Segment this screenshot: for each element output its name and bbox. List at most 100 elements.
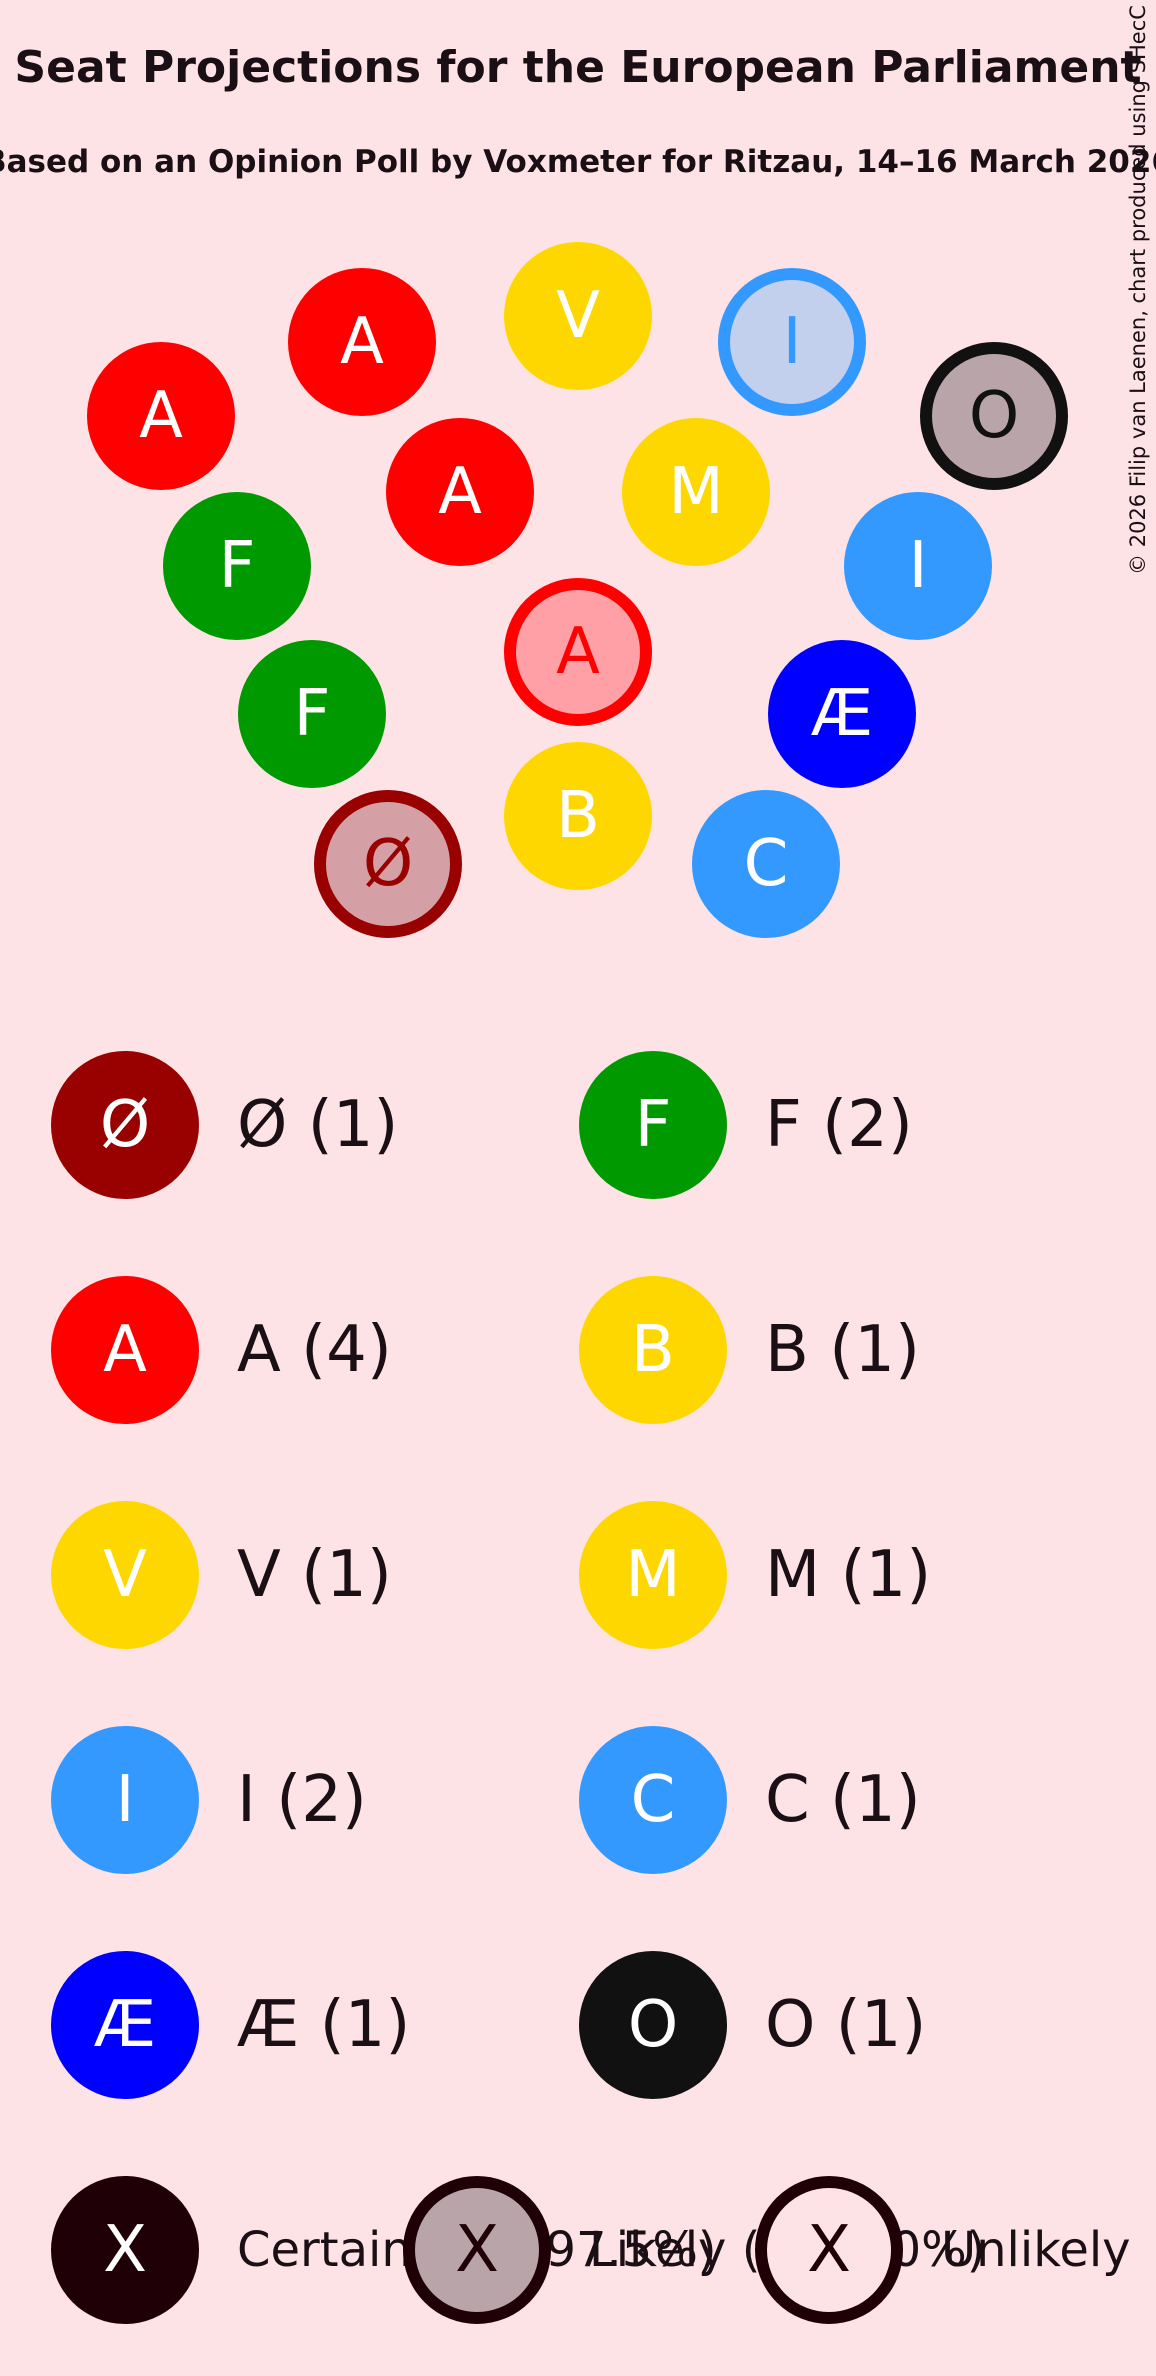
seat-party-label: C bbox=[744, 827, 789, 901]
seat-circle bbox=[718, 268, 866, 416]
legend-item-i: I I (2) bbox=[51, 1726, 367, 1874]
chart-subtitle: Based on an Opinion Poll by Voxmeter for… bbox=[0, 144, 1156, 180]
legend-party-code: O bbox=[628, 1988, 678, 2062]
seat-party-label: A bbox=[340, 305, 384, 379]
seat-a-7: A bbox=[504, 578, 652, 726]
seat-circle bbox=[288, 268, 436, 416]
legend-party-label: Æ (1) bbox=[237, 1988, 410, 2062]
legend-party-code: A bbox=[103, 1313, 147, 1387]
legend-party-label: Ø (1) bbox=[237, 1088, 398, 1162]
legend-item-v: V V (1) bbox=[51, 1501, 392, 1649]
seat-o-15: O bbox=[920, 342, 1068, 490]
legend-swatch bbox=[579, 1276, 727, 1424]
seat-v-9: V bbox=[504, 242, 652, 390]
seat-circle bbox=[163, 492, 311, 640]
legend-party-code: B bbox=[631, 1313, 675, 1387]
seat-party-label: F bbox=[294, 677, 331, 751]
legend-party-code: V bbox=[103, 1538, 147, 1612]
seat-i-11: I bbox=[718, 268, 866, 416]
seat-party-label: F bbox=[219, 529, 256, 603]
chart-title: Seat Projections for the European Parlia… bbox=[14, 42, 1141, 93]
seat-a-5: A bbox=[288, 268, 436, 416]
status-code: X bbox=[807, 2213, 851, 2287]
seat-oe-1: Ø bbox=[314, 790, 462, 938]
seat-party-label: A bbox=[139, 379, 183, 453]
seat-m-10: M bbox=[622, 418, 770, 566]
legend-item-c: C C (1) bbox=[579, 1726, 921, 1874]
seat-party-label: Æ bbox=[811, 677, 873, 751]
status-code: X bbox=[103, 2213, 147, 2287]
legend-party-code: I bbox=[116, 1763, 135, 1837]
legend-item-f: F F (2) bbox=[579, 1051, 913, 1199]
seat-party-label: O bbox=[969, 379, 1019, 453]
legend-swatch bbox=[51, 1951, 199, 2099]
legend-swatch bbox=[51, 1501, 199, 1649]
legend-party-label: I (2) bbox=[237, 1763, 367, 1837]
legend-item-ae: Æ Æ (1) bbox=[51, 1951, 410, 2099]
seat-circle bbox=[386, 418, 534, 566]
seat-circle bbox=[238, 640, 386, 788]
legend-item-a: A A (4) bbox=[51, 1276, 392, 1424]
legend-party-label: B (1) bbox=[765, 1313, 920, 1387]
seat-circle bbox=[87, 342, 235, 490]
seat-circle bbox=[504, 242, 652, 390]
seat-party-label: A bbox=[556, 615, 600, 689]
legend-party-label: O (1) bbox=[765, 1988, 926, 2062]
seat-circle bbox=[504, 578, 652, 726]
legend-swatch bbox=[579, 1051, 727, 1199]
legend-item-o: O O (1) bbox=[579, 1951, 926, 2099]
seat-b-8: B bbox=[504, 742, 652, 890]
legend-item-b: B B (1) bbox=[579, 1276, 920, 1424]
seat-circle bbox=[504, 742, 652, 890]
legend-party-label: F (2) bbox=[765, 1088, 913, 1162]
seat-party-label: Ø bbox=[363, 827, 413, 901]
legend-party-code: Æ bbox=[94, 1988, 156, 2062]
legend-swatch bbox=[579, 1951, 727, 2099]
legend-swatch bbox=[51, 1051, 199, 1199]
copyright-note: © 2026 Filip van Laenen, chart produced … bbox=[1126, 5, 1150, 575]
seat-circle bbox=[844, 492, 992, 640]
legend-swatch bbox=[51, 1726, 199, 1874]
legend-item-oe: Ø Ø (1) bbox=[51, 1051, 398, 1199]
seat-f-3: F bbox=[163, 492, 311, 640]
seat-circle bbox=[314, 790, 462, 938]
status-legend-unlikely: X Unlikely bbox=[755, 2176, 1131, 2324]
seat-party-label: I bbox=[783, 305, 802, 379]
party-legend: Ø Ø (1) F F (2) A A (4) B B (1) V V (1) M M (1) I I (… bbox=[51, 1051, 931, 2099]
status-swatch bbox=[51, 2176, 199, 2324]
legend-party-code: F bbox=[635, 1088, 672, 1162]
legend-party-label: A (4) bbox=[237, 1313, 392, 1387]
legend-swatch bbox=[51, 1276, 199, 1424]
status-code: X bbox=[455, 2213, 499, 2287]
legend-swatch bbox=[579, 1501, 727, 1649]
legend-party-code: Ø bbox=[100, 1088, 150, 1162]
legend-party-code: C bbox=[631, 1763, 676, 1837]
legend-party-label: M (1) bbox=[765, 1538, 931, 1612]
seat-circle bbox=[768, 640, 916, 788]
status-label: Unlikely bbox=[941, 2222, 1131, 2278]
seat-party-label: M bbox=[668, 455, 723, 529]
seat-circle bbox=[622, 418, 770, 566]
seat-a-4: A bbox=[87, 342, 235, 490]
legend-item-m: M M (1) bbox=[579, 1501, 931, 1649]
seat-circle bbox=[920, 342, 1068, 490]
legend-party-code: M bbox=[625, 1538, 680, 1612]
status-swatch bbox=[755, 2176, 903, 2324]
seat-c-12: C bbox=[692, 790, 840, 938]
seat-circle bbox=[692, 790, 840, 938]
seat-i-13: I bbox=[844, 492, 992, 640]
status-swatch bbox=[403, 2176, 551, 2324]
seat-a-6: A bbox=[386, 418, 534, 566]
legend-swatch bbox=[579, 1726, 727, 1874]
seat-ae-14: Æ bbox=[768, 640, 916, 788]
legend-party-label: C (1) bbox=[765, 1763, 921, 1837]
seat-party-label: A bbox=[438, 455, 482, 529]
legend-party-label: V (1) bbox=[237, 1538, 392, 1612]
seat-party-label: B bbox=[556, 779, 600, 853]
seat-party-label: V bbox=[556, 279, 600, 353]
seat-f-2: F bbox=[238, 640, 386, 788]
seat-party-label: I bbox=[909, 529, 928, 603]
